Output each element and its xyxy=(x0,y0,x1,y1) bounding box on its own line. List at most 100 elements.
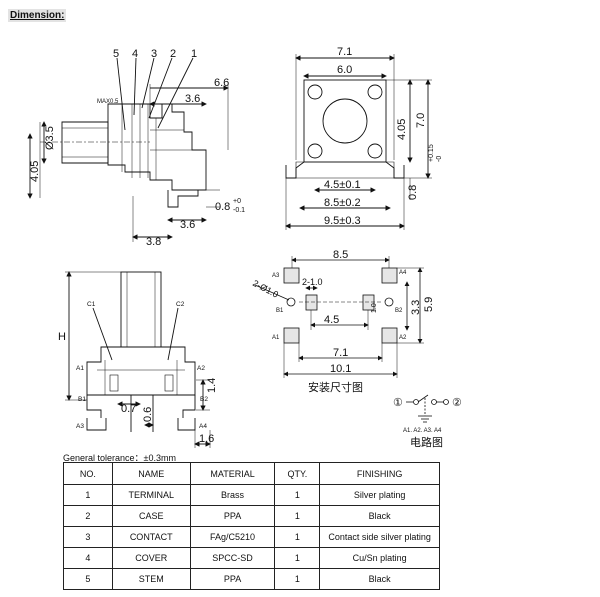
pad-a4: A4 xyxy=(399,270,407,276)
dim-4-05-top: 4.05 xyxy=(396,119,408,140)
cell-finishing: Black xyxy=(319,568,440,590)
max-label: MAX0.5 xyxy=(97,99,119,105)
dim-9-5: 9.5±0.3 xyxy=(324,215,361,227)
cell-material: PPA xyxy=(189,568,276,590)
cell-material: SPCC-SD xyxy=(189,547,276,569)
header-finishing: FINISHING xyxy=(319,462,440,485)
cell-no: 4 xyxy=(63,547,113,569)
circuit-pin-2: ② xyxy=(452,397,462,409)
circuit-labels: ① ② A1. A2. A3. A4 电路图 xyxy=(393,397,462,449)
top-view-dims: 7.1 6.0 4.05 7.0 4.5±0.1 8.5±0.2 9.5±0.3… xyxy=(324,46,443,227)
cell-material: Brass xyxy=(189,484,276,506)
pad-b2: B2 xyxy=(395,308,403,314)
label-c1: C1 xyxy=(87,301,96,308)
pad-a1: A1 xyxy=(272,335,280,341)
dim-3-6-top: 3.6 xyxy=(185,93,200,105)
footprint-labels: 8.5 2-1.0 2-Ø1.0 4.5 5.9 3.3 7.1 10.1 1.… xyxy=(251,249,435,394)
header-material: MATERIAL xyxy=(189,462,276,485)
dim-4-5: 4.5±0.1 xyxy=(324,179,361,191)
technical-drawing: 5 4 3 2 1 MAX0.5 6.6 3.6 Ø3.5 4.05 3.6 3… xyxy=(27,46,462,449)
dimension-heading: Dimension: xyxy=(8,9,67,22)
cell-name: CASE xyxy=(111,505,191,527)
cell-material: PPA xyxy=(189,505,276,527)
front-view-labels: C1 C2 H A1 A2 B1 B2 A3 A4 0.7 0.6 1.4 1.… xyxy=(58,301,218,445)
header-qty: QTY. xyxy=(274,462,321,485)
cell-material: FAg/C5210 xyxy=(189,526,276,548)
pad-a3: A3 xyxy=(272,273,280,279)
cell-name: COVER xyxy=(111,547,191,569)
cell-qty: 1 xyxy=(274,505,321,527)
dim-7-1-fp: 7.1 xyxy=(333,347,348,359)
label-b1: B1 xyxy=(78,396,86,403)
table-row: 4 COVER SPCC-SD 1 Cu/Sn plating xyxy=(63,547,440,569)
cell-qty: 1 xyxy=(274,526,321,548)
dim-0-7: 0.7 xyxy=(121,403,136,415)
footprint xyxy=(254,256,424,378)
table-header-row: NO. NAME MATERIAL QTY. FINISHING xyxy=(63,462,440,485)
label-a4: A4 xyxy=(199,423,207,430)
tol-minus: -0.1 xyxy=(233,207,245,214)
cell-name: STEM xyxy=(111,568,191,590)
general-tolerance: General tolerance：±0.3mm xyxy=(63,453,176,463)
part-number-3: 3 xyxy=(151,48,157,60)
side-view xyxy=(27,57,229,242)
dim-8-5: 8.5±0.2 xyxy=(324,197,361,209)
part-number-2: 2 xyxy=(170,48,176,60)
part-number-4: 4 xyxy=(132,48,138,60)
cell-name: TERMINAL xyxy=(111,484,191,506)
cell-no: 1 xyxy=(63,484,113,506)
cell-finishing: Black xyxy=(319,505,440,527)
dim-3-3: 3.3 xyxy=(410,300,422,315)
label-c2: C2 xyxy=(176,301,185,308)
dim-0-8: 0.8 xyxy=(215,201,230,213)
pad-a2: A2 xyxy=(399,335,407,341)
tol-plus: +0 xyxy=(233,198,241,205)
header-no: NO. xyxy=(63,462,113,485)
cell-finishing: Cu/Sn plating xyxy=(319,547,440,569)
dim-2-d1-0: 2-Ø1.0 xyxy=(251,278,280,300)
header-name: NAME xyxy=(111,462,191,485)
cell-no: 3 xyxy=(63,526,113,548)
side-view-part-numbers: 5 4 3 2 1 xyxy=(113,48,197,60)
dim-8-5-fp: 8.5 xyxy=(333,249,348,261)
dim-6-6: 6.6 xyxy=(214,77,229,89)
dim-7-1: 7.1 xyxy=(337,46,352,58)
cell-no: 2 xyxy=(63,505,113,527)
label-a3: A3 xyxy=(76,423,84,430)
cell-no: 5 xyxy=(63,568,113,590)
circuit-pin-1: ① xyxy=(393,397,403,409)
table-row: 5 STEM PPA 1 Black xyxy=(63,568,440,590)
footprint-caption: 安装尺寸图 xyxy=(308,380,363,394)
part-number-5: 5 xyxy=(113,48,119,60)
circuit-caption: 电路图 xyxy=(410,436,443,449)
circuit-diagram xyxy=(406,394,449,423)
dim-0-8-top: 0.8 xyxy=(407,185,419,200)
label-h: H xyxy=(58,331,66,343)
dim-3-8: 3.8 xyxy=(146,236,161,248)
tol-plus-top: +0.15 xyxy=(428,144,435,162)
label-a1: A1 xyxy=(76,365,84,372)
dim-4-5-fp: 4.5 xyxy=(324,314,339,326)
parts-table: NO. NAME MATERIAL QTY. FINISHING 1 TERMI… xyxy=(63,462,440,590)
table-row: 1 TERMINAL Brass 1 Silver plating xyxy=(63,484,440,506)
dim-1-0-fp: 1.0 xyxy=(371,303,378,313)
front-view xyxy=(65,271,211,448)
cell-qty: 1 xyxy=(274,484,321,506)
circuit-legend: A1. A2. A3. A4 xyxy=(403,428,442,434)
dim-10-1: 10.1 xyxy=(330,363,351,375)
tol-minus-top: -0 xyxy=(436,156,443,162)
side-view-dims: MAX0.5 6.6 3.6 Ø3.5 4.05 3.6 3.8 0.8 +0 … xyxy=(29,77,245,248)
cell-finishing: Silver plating xyxy=(319,484,440,506)
dim-3-6-bottom: 3.6 xyxy=(180,219,195,231)
dim-1-6: 1.6 xyxy=(199,433,214,445)
dim-0-6: 0.6 xyxy=(142,407,154,422)
dim-4-05: 4.05 xyxy=(29,161,41,182)
dim-6-0: 6.0 xyxy=(337,64,352,76)
dim-5-9: 5.9 xyxy=(423,297,435,312)
dim-1-4: 1.4 xyxy=(206,378,218,393)
cell-finishing: Contact side silver plating xyxy=(319,526,440,548)
label-a2: A2 xyxy=(197,365,205,372)
cell-name: CONTACT xyxy=(111,526,191,548)
table-row: 3 CONTACT FAg/C5210 1 Contact side silve… xyxy=(63,526,440,548)
top-view xyxy=(285,54,432,230)
